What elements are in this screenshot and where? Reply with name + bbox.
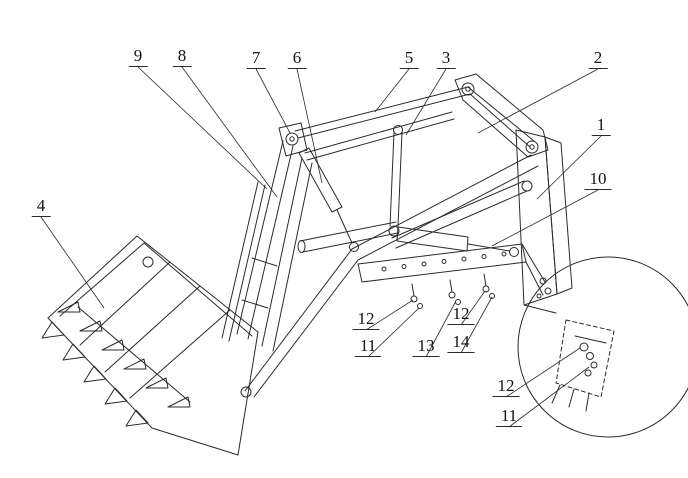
drop-link xyxy=(388,125,403,237)
leader-line-callout-13 xyxy=(425,300,457,358)
leader-line-callout-3 xyxy=(405,68,447,136)
leader-line-callout-12b xyxy=(460,290,486,326)
leader-line-callout-11a xyxy=(367,307,420,358)
tilt-cylinder xyxy=(298,147,359,252)
leader-line-callout-8 xyxy=(181,66,278,198)
leader-line-callout-1 xyxy=(536,135,602,200)
leader-line-callout-9 xyxy=(137,66,268,190)
tractor-wheel-outline xyxy=(517,256,688,438)
rocker-plate xyxy=(454,73,549,158)
leader-line-callout-11b xyxy=(508,366,590,428)
leader-line-callout-5 xyxy=(374,68,410,113)
lift-arm xyxy=(240,154,539,398)
leader-line-callout-2 xyxy=(477,68,599,134)
leader-line-callout-4 xyxy=(40,216,105,309)
grapple-tines xyxy=(57,256,191,408)
cross-tube xyxy=(297,221,399,253)
mounting-frame xyxy=(515,129,573,314)
leader-line-callout-7 xyxy=(255,68,291,134)
mounting-rail xyxy=(357,243,546,296)
rail-bolts xyxy=(410,273,495,309)
leader-line-callout-12c xyxy=(505,347,581,398)
leader-line-callout-14 xyxy=(460,296,493,354)
mast-frame xyxy=(221,122,313,352)
upper-link xyxy=(294,86,535,161)
leader-line-callout-12a xyxy=(365,299,414,331)
leader-line-callout-6 xyxy=(296,68,323,184)
leader-line-callout-10 xyxy=(491,189,599,247)
